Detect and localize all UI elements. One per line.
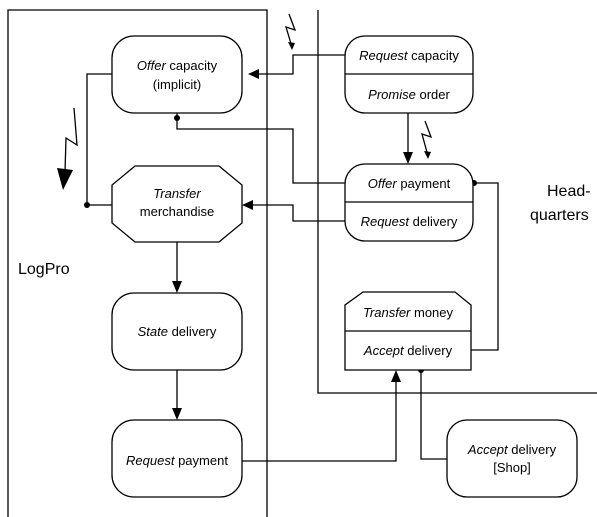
lane-label-headquarters-2: quarters bbox=[530, 207, 589, 224]
node-accept-delivery-label: Accept delivery bbox=[363, 343, 453, 358]
node-state-delivery: State delivery bbox=[111, 292, 243, 371]
node-transfer-money-label: Transfer money bbox=[363, 305, 454, 320]
connector-offer-capacity-to-transfer bbox=[86, 73, 112, 206]
node-offer-capacity-label: Offer capacity bbox=[137, 58, 218, 73]
connector-request-payment-to-accept bbox=[242, 381, 397, 462]
arrow-head bbox=[391, 370, 401, 382]
node-request-capacity-label: Request capacity bbox=[359, 48, 459, 63]
arrow-head bbox=[403, 152, 413, 164]
junction-dot bbox=[84, 202, 90, 208]
node-transfer-merchandise-object: merchandise bbox=[140, 204, 214, 219]
node-state-delivery-label: State delivery bbox=[138, 324, 217, 339]
node-promise-order-label: Promise order bbox=[368, 87, 450, 102]
lightning-bolt-icon bbox=[421, 120, 433, 159]
node-accept-delivery-shop-label: Accept delivery bbox=[467, 442, 557, 457]
connector-request-delivery-to-transfer bbox=[252, 204, 345, 222]
connector-accept-to-shop bbox=[420, 370, 447, 460]
lane-logpro bbox=[7, 9, 268, 517]
arrow-head bbox=[172, 408, 182, 420]
node-transfer-merchandise-verb: Transfer bbox=[153, 186, 201, 201]
junction-dot bbox=[174, 115, 180, 121]
connector-request-to-offer-capacity bbox=[258, 54, 345, 75]
connectors bbox=[84, 54, 499, 462]
node-accept-delivery-shop-location: [Shop] bbox=[493, 460, 531, 475]
node-request-payment: Request payment bbox=[111, 419, 243, 498]
lightning-bolt-icon bbox=[57, 107, 78, 190]
arrow-head bbox=[242, 200, 253, 210]
lane-label-logpro: LogPro bbox=[18, 261, 70, 278]
node-offer-capacity: Offer capacity (implicit) bbox=[111, 35, 243, 114]
node-offer-payment-label: Offer payment bbox=[368, 176, 451, 191]
lane-headquarters bbox=[317, 10, 597, 394]
lane-logpro-border bbox=[7, 9, 268, 517]
node-offer-capacity-note: (implicit) bbox=[153, 77, 201, 92]
lane-label-headquarters-1: Head- bbox=[547, 183, 591, 200]
lightning-bolt-icon bbox=[285, 13, 297, 50]
node-offer-payment-request-delivery: Offer payment Request delivery bbox=[344, 163, 474, 242]
arrow-head bbox=[248, 69, 259, 79]
node-transfer-money-accept-delivery: Transfer money Accept delivery bbox=[344, 291, 472, 371]
node-request-capacity-promise-order: Request capacity Promise order bbox=[344, 35, 474, 114]
node-request-payment-label: Request payment bbox=[126, 453, 228, 468]
node-accept-delivery-shop: Accept delivery [Shop] bbox=[446, 419, 578, 498]
connector-offer-capacity-to-offer-payment bbox=[176, 113, 345, 184]
arrow-head bbox=[172, 281, 182, 293]
connector-offer-payment-to-accept bbox=[471, 182, 499, 351]
lane-headquarters-border bbox=[317, 10, 597, 394]
node-transfer-merchandise: Transfer merchandise bbox=[111, 165, 243, 243]
node-request-delivery-label: Request delivery bbox=[361, 214, 458, 229]
